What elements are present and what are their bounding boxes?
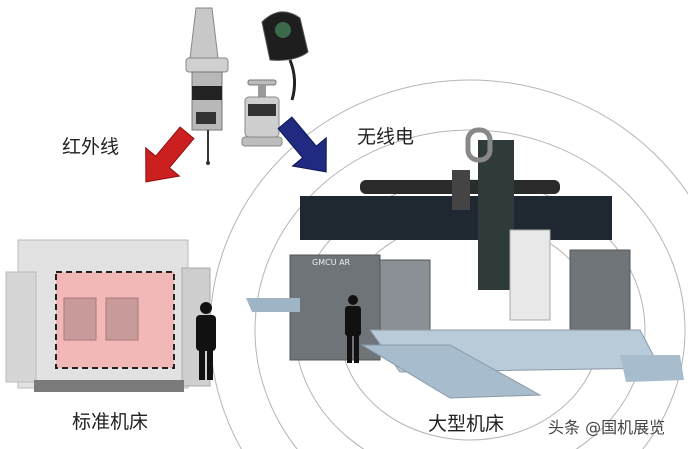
spindle-probe-icon (185, 7, 229, 165)
person-silhouette-large-icon (345, 295, 361, 363)
radio-arrow-icon (277, 116, 327, 173)
tool-setter-icon (241, 79, 283, 147)
watermark: 头条 @国机展览 (548, 418, 666, 437)
radio-label: 无线电 (357, 126, 415, 148)
standard-machine-icon (5, 239, 211, 392)
infrared-label: 红外线 (62, 136, 120, 158)
standard-machine-label: 标准机床 (72, 411, 149, 433)
large-machine-icon (246, 127, 684, 399)
large-machine-label: 大型机床 (428, 413, 505, 435)
infrared-arrow-icon (145, 126, 195, 183)
machine-brand-text: GMCU AR (312, 258, 351, 267)
radio-receiver-icon (261, 11, 309, 101)
person-silhouette-icon (196, 302, 216, 380)
